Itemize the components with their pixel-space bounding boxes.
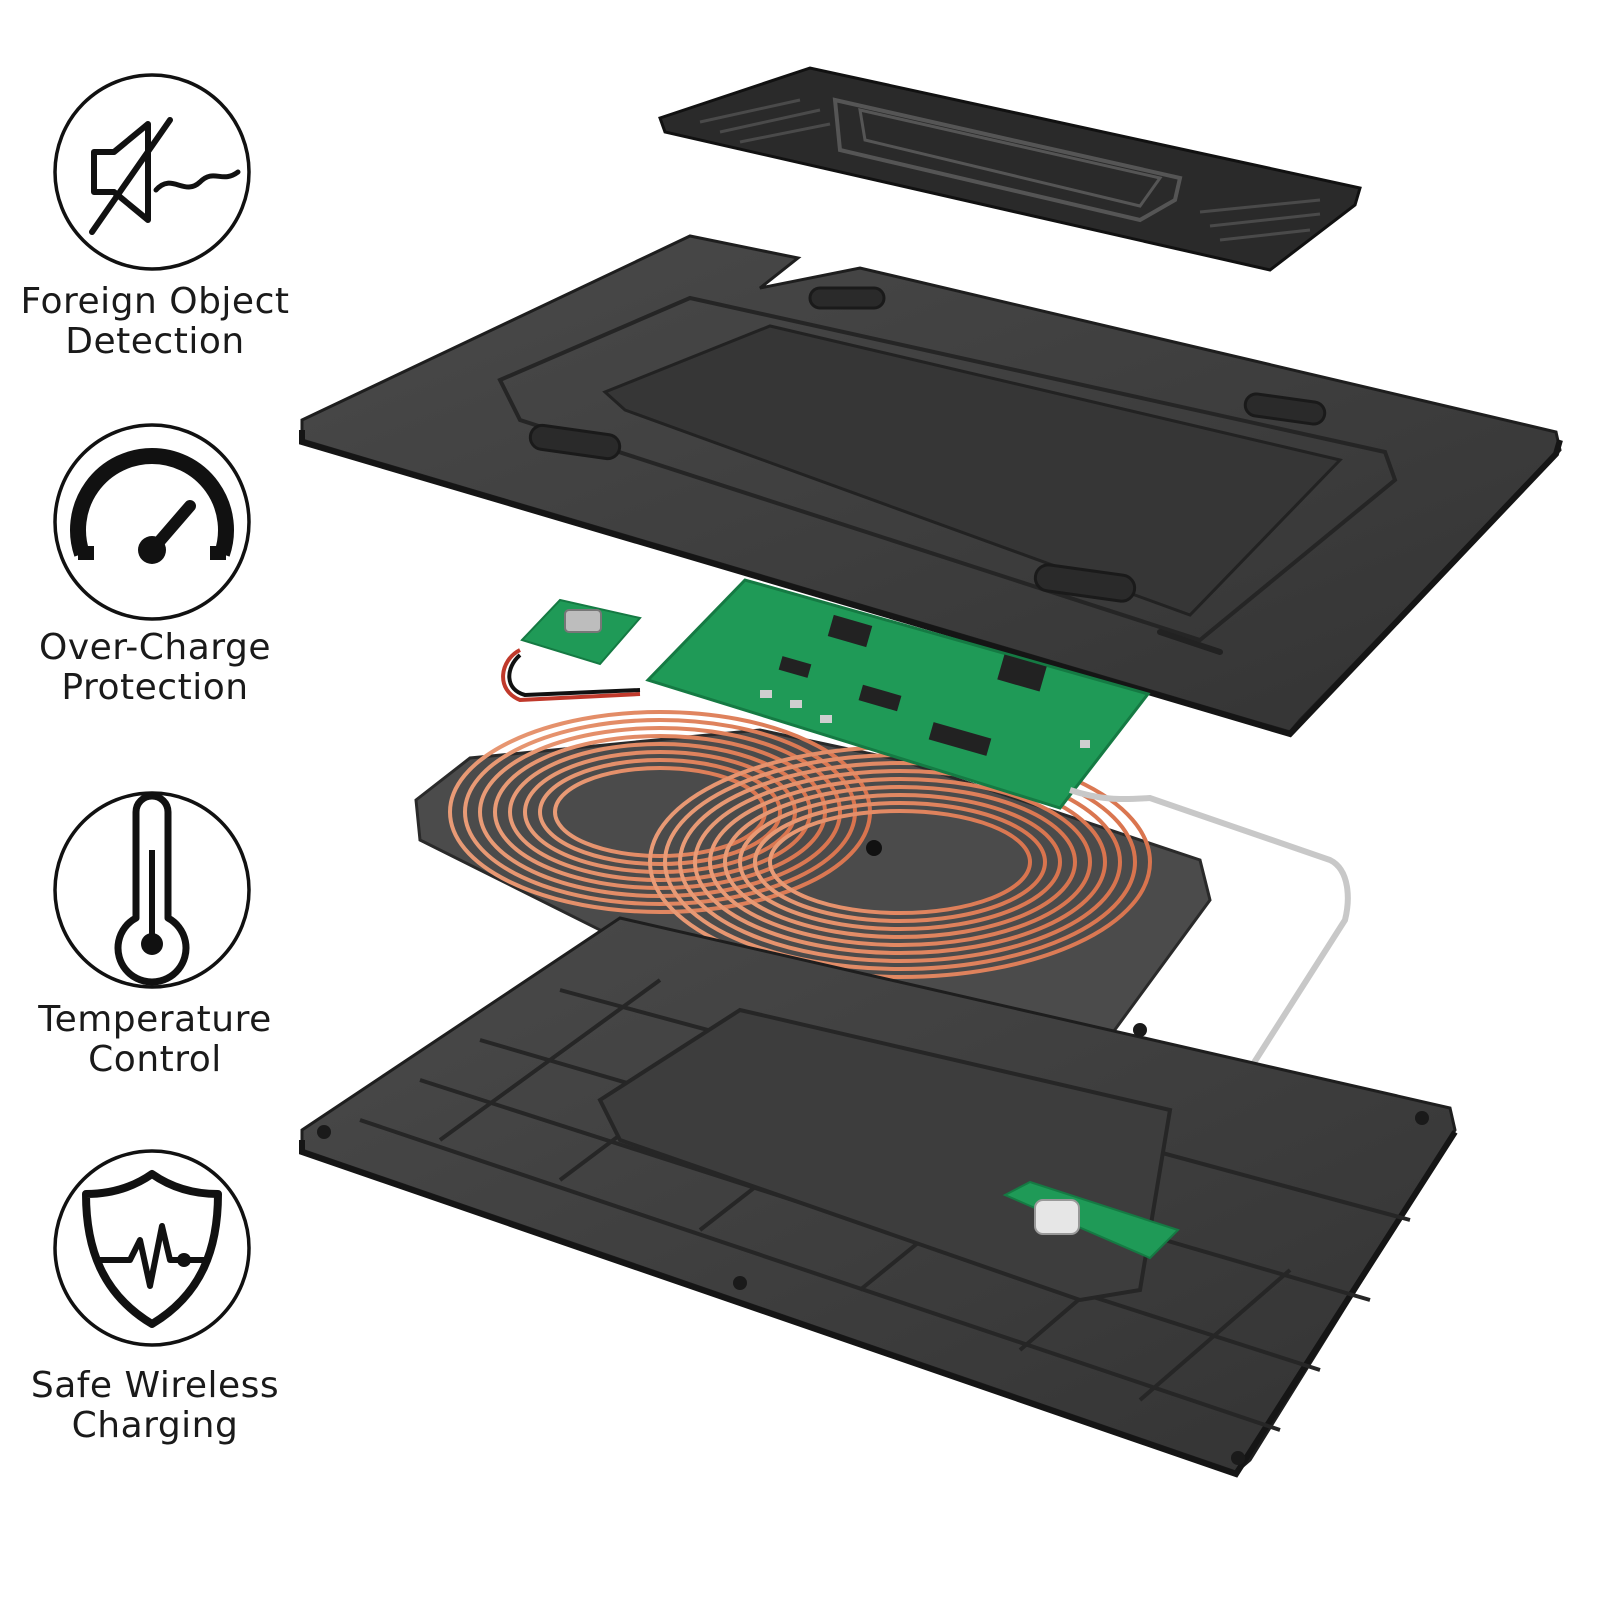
thermometer-icon bbox=[53, 791, 251, 989]
feature-label: Safe Wireless Charging bbox=[30, 1365, 280, 1446]
gauge-icon bbox=[53, 423, 251, 621]
muted-speaker-icon bbox=[53, 73, 251, 271]
top-shell bbox=[299, 234, 1563, 738]
feature-label: Foreign Object Detection bbox=[20, 281, 290, 362]
feature-label: Temperature Control bbox=[38, 999, 272, 1080]
coil-plate bbox=[414, 710, 1212, 1062]
circuit-board bbox=[501, 578, 1351, 1212]
feature-label: Over-Charge Protection bbox=[39, 627, 271, 708]
shield-pulse-icon bbox=[53, 1149, 251, 1347]
charger-exploded-view bbox=[299, 66, 1563, 1478]
bottom-base bbox=[299, 916, 1458, 1478]
silicone-mat bbox=[658, 66, 1362, 272]
